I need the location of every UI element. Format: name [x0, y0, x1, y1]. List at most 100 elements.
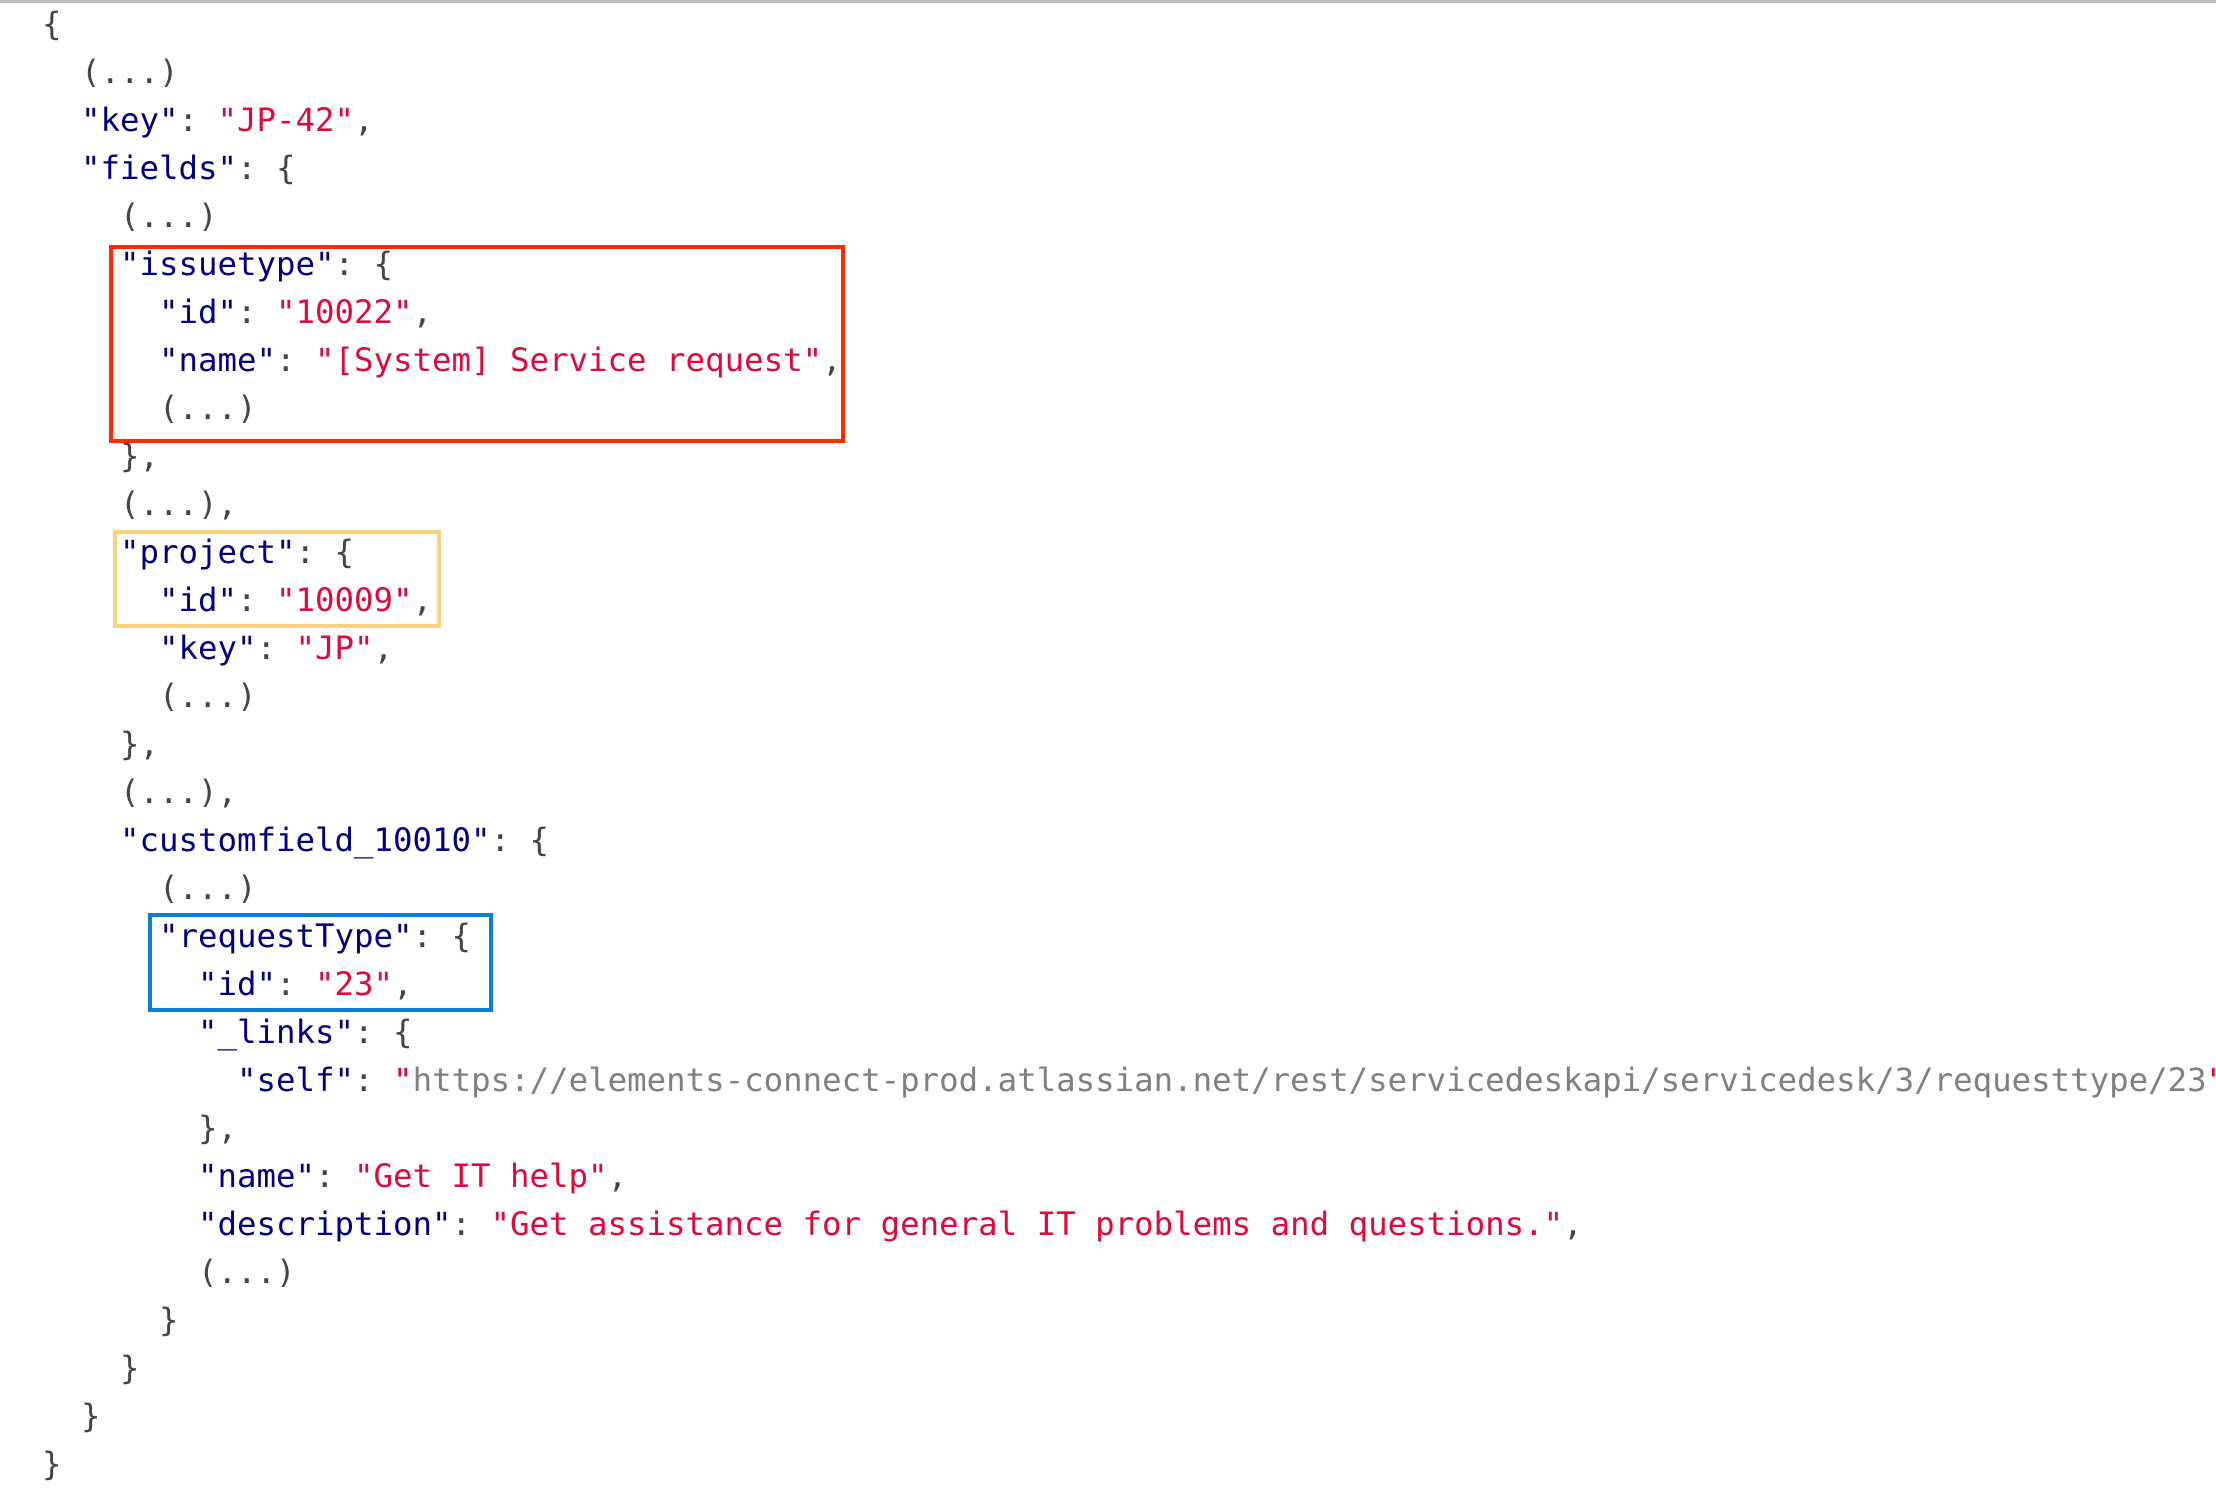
json-punctuation: {: [42, 5, 62, 43]
json-punctuation: :: [256, 629, 296, 667]
json-punctuation: :: [451, 1205, 491, 1243]
code-line: (...): [42, 672, 2216, 720]
json-punctuation: : {: [334, 245, 394, 283]
json-punctuation: :: [237, 293, 277, 331]
code-line: {: [42, 0, 2216, 48]
json-punctuation: (...): [159, 389, 257, 427]
json-punctuation: ,: [373, 629, 394, 667]
json-punctuation: }: [120, 1349, 140, 1387]
json-code-view: { (...) "key": "JP-42", "fields": { (...…: [42, 0, 2216, 1488]
code-line: "id": "10009",: [42, 576, 2216, 624]
code-line: (...): [42, 384, 2216, 432]
code-line: (...): [42, 1248, 2216, 1296]
json-punctuation: }: [42, 1445, 62, 1483]
json-key: "fields": [81, 149, 238, 187]
json-punctuation: ,: [412, 293, 433, 331]
code-line: "self": "https://elements-connect-prod.a…: [42, 1056, 2216, 1104]
json-string: "[System] Service request": [315, 341, 823, 379]
code-line: (...),: [42, 768, 2216, 816]
code-line: "issuetype": {: [42, 240, 2216, 288]
json-key: "name": [159, 341, 277, 379]
json-string: "Get IT help": [354, 1157, 608, 1195]
code-line: },: [42, 432, 2216, 480]
json-punctuation: ,: [354, 101, 374, 139]
json-key: "issuetype": [120, 245, 335, 283]
json-punctuation: :: [354, 1061, 394, 1099]
code-line: }: [42, 1392, 2216, 1440]
json-punctuation: : {: [354, 1013, 413, 1051]
code-line: (...),: [42, 480, 2216, 528]
json-punctuation: },: [198, 1109, 238, 1147]
project-highlight-box: [113, 530, 441, 628]
json-string: ": [393, 1061, 413, 1099]
json-punctuation: :: [315, 1157, 355, 1195]
code-line: "customfield_10010": {: [42, 816, 2216, 864]
json-string: "Get assistance for general IT problems …: [490, 1205, 1564, 1243]
json-key: "name": [198, 1157, 316, 1195]
code-line: },: [42, 720, 2216, 768]
json-punctuation: },: [120, 725, 160, 763]
code-line: }: [42, 1344, 2216, 1392]
code-line: (...): [42, 864, 2216, 912]
json-string: "23": [315, 965, 394, 1003]
json-key: "id": [198, 965, 277, 1003]
code-line: "id": "10022",: [42, 288, 2216, 336]
json-punctuation: : {: [295, 533, 355, 571]
json-punctuation: ,: [412, 581, 433, 619]
code-line: "key": "JP",: [42, 624, 2216, 672]
json-string: "10022": [276, 293, 413, 331]
code-line: "project": {: [42, 528, 2216, 576]
json-url: https://elements-connect-prod.atlassian.…: [412, 1061, 2207, 1099]
json-punctuation: }: [81, 1397, 101, 1435]
json-punctuation: }: [159, 1301, 179, 1339]
json-punctuation: (...): [159, 677, 257, 715]
json-punctuation: (...),: [120, 773, 238, 811]
json-punctuation: :: [276, 965, 316, 1003]
json-key: "self": [237, 1061, 355, 1099]
json-punctuation: :: [237, 581, 277, 619]
json-punctuation: (...): [159, 869, 257, 907]
code-line: }: [42, 1296, 2216, 1344]
request-type-highlight-box: [148, 913, 493, 1012]
json-key: "key": [81, 101, 179, 139]
json-string: "10009": [276, 581, 413, 619]
code-line: }: [42, 1440, 2216, 1488]
json-punctuation: (...): [198, 1253, 296, 1291]
code-line: "fields": {: [42, 144, 2216, 192]
code-line: (...): [42, 48, 2216, 96]
json-key: "customfield_10010": [120, 821, 491, 859]
code-line: "_links": {: [42, 1008, 2216, 1056]
json-punctuation: :: [276, 341, 316, 379]
json-punctuation: (...): [120, 197, 218, 235]
json-key: "_links": [198, 1013, 355, 1051]
json-key: "id": [159, 293, 238, 331]
code-line: "requestType": {: [42, 912, 2216, 960]
json-punctuation: ,: [1563, 1205, 1583, 1243]
json-punctuation: :: [178, 101, 218, 139]
code-line: "id": "23",: [42, 960, 2216, 1008]
json-string: "JP": [295, 629, 374, 667]
code-line: "description": "Get assistance for gener…: [42, 1200, 2216, 1248]
json-punctuation: : {: [237, 149, 296, 187]
json-punctuation: },: [120, 437, 160, 475]
json-key: "id": [159, 581, 238, 619]
json-punctuation: : {: [412, 917, 472, 955]
json-punctuation: (...),: [120, 485, 238, 523]
json-key: "key": [159, 629, 257, 667]
json-punctuation: ,: [393, 965, 413, 1003]
json-punctuation: (...): [81, 53, 179, 91]
json-punctuation: : {: [490, 821, 550, 859]
code-line: (...): [42, 192, 2216, 240]
json-string: "JP-42": [217, 101, 355, 139]
json-key: "description": [198, 1205, 452, 1243]
code-line: "key": "JP-42",: [42, 96, 2216, 144]
json-key: "project": [120, 533, 296, 571]
json-string: ": [2207, 1061, 2216, 1099]
code-line: "name": "Get IT help",: [42, 1152, 2216, 1200]
issuetype-highlight-box: [109, 245, 845, 443]
code-line: },: [42, 1104, 2216, 1152]
code-line: "name": "[System] Service request",: [42, 336, 2216, 384]
json-punctuation: ,: [822, 341, 842, 379]
json-key: "requestType": [159, 917, 413, 955]
json-punctuation: ,: [607, 1157, 628, 1195]
